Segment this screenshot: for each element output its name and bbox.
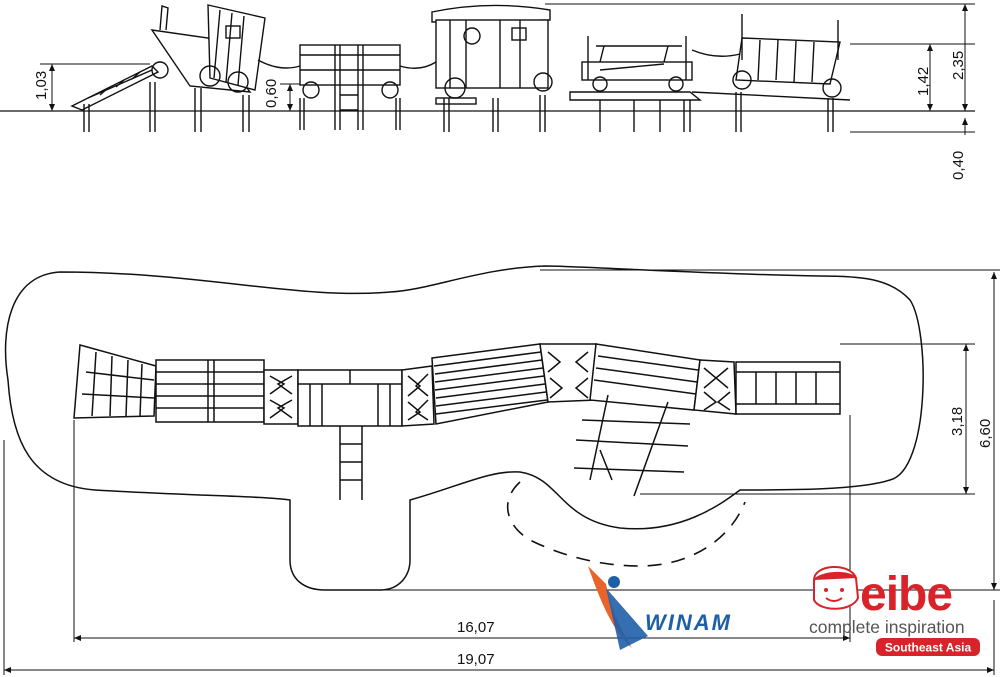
plan-connector-3 — [539, 343, 597, 403]
wagon-3-caravan — [431, 4, 553, 132]
dim-width-total: 6,60 — [977, 419, 994, 448]
eibe-wordmark: eibe — [860, 568, 952, 621]
eibe-face-icon — [813, 565, 860, 610]
plan-connector-1 — [263, 369, 299, 425]
dim-height-small: 0,60 — [263, 79, 280, 108]
plan-rear-cart — [735, 361, 841, 415]
plan-bench-wagon — [573, 343, 701, 497]
wagon-4-bench — [569, 36, 702, 132]
plan-connector-4 — [693, 359, 737, 415]
winam-figure-mark — [588, 566, 632, 648]
plan-wagon-1 — [155, 359, 265, 423]
wagon-5-cart — [691, 14, 851, 132]
safety-zone-outline — [4, 265, 924, 591]
winam-wordmark: WINAM — [645, 610, 732, 635]
dim-height-ramp: 1,03 — [33, 71, 50, 100]
swing-path-dashed — [506, 481, 746, 567]
plan-wagon-2 — [297, 369, 403, 500]
winam-logo: WINAM — [588, 566, 732, 650]
eibe-region-label: Southeast Asia — [885, 641, 972, 655]
wagon-1-with-ramp — [70, 4, 266, 132]
dim-height-platform: 1,42 — [915, 67, 932, 96]
eibe-tagline: complete inspiration — [809, 617, 965, 637]
side-elevation — [0, 4, 975, 132]
plan-connector-2 — [401, 365, 435, 427]
plan-ramp — [73, 344, 157, 419]
plan-view — [4, 265, 924, 591]
dim-length-total: 19,07 — [457, 651, 495, 668]
plan-dimensions — [3, 269, 1000, 675]
dim-height-total: 2,35 — [950, 51, 967, 80]
elevation-dimensions — [40, 3, 975, 135]
dim-width-equipment: 3,18 — [949, 407, 966, 436]
dim-depth-ground: 0,40 — [950, 151, 967, 180]
wagon-2-ladder — [257, 44, 437, 130]
eibe-region-badge — [876, 638, 980, 656]
eibe-logo: eibe complete inspiration Southeast Asia — [809, 565, 980, 656]
plan-caravan-roof — [431, 343, 549, 425]
dim-length-equipment: 16,07 — [457, 619, 495, 636]
